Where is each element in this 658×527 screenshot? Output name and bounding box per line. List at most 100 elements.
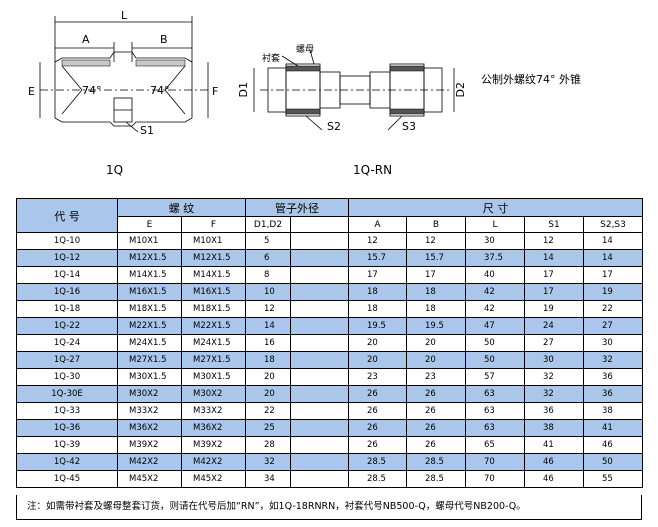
cell-blank bbox=[290, 334, 349, 352]
cell-a: 17 bbox=[348, 266, 407, 284]
dim-E-label: E bbox=[28, 85, 35, 98]
cell-s23: 50 bbox=[582, 453, 644, 471]
cell-a: 15.7 bbox=[348, 249, 407, 267]
dim-L-label: L bbox=[121, 9, 128, 22]
nut-label: 螺母 bbox=[296, 45, 315, 55]
cell-s23: 55 bbox=[582, 470, 644, 488]
cell-code: 1Q-30 bbox=[16, 368, 118, 386]
cell-e: M18X1.5 bbox=[117, 300, 182, 318]
cell-b: 12 bbox=[406, 232, 466, 250]
angle-left-label: 74° bbox=[82, 84, 102, 97]
cell-s1: 46 bbox=[524, 470, 584, 488]
dim-S2-label: S2 bbox=[327, 120, 341, 133]
cell-d: 28 bbox=[245, 436, 291, 454]
cell-blank bbox=[290, 317, 349, 335]
cell-b: 15.7 bbox=[406, 249, 466, 267]
cell-b: 26 bbox=[406, 436, 466, 454]
cell-e: M27X1.5 bbox=[117, 351, 182, 369]
cell-b: 28.5 bbox=[406, 453, 466, 471]
cell-s1: 46 bbox=[524, 453, 584, 471]
cell-l: 70 bbox=[465, 470, 525, 488]
cell-f: M22X1.5 bbox=[181, 317, 246, 335]
dim-S3-label: S3 bbox=[402, 120, 416, 133]
cell-l: 63 bbox=[465, 402, 525, 420]
header-size: 尺 寸 bbox=[347, 198, 644, 217]
spec-table: 代 号 螺 纹 管子外径 尺 寸 E F D1,D2 A B L S1 S2,S… bbox=[16, 198, 644, 488]
cell-a: 18 bbox=[348, 300, 407, 318]
cell-b: 17 bbox=[406, 266, 466, 284]
cell-blank bbox=[290, 402, 349, 420]
cell-e: M33X2 bbox=[117, 402, 182, 420]
cell-s23: 14 bbox=[582, 249, 644, 267]
fitting-1q-drawing bbox=[39, 16, 210, 133]
header-thread: 螺 纹 bbox=[117, 198, 246, 217]
cell-d: 18 bbox=[245, 351, 291, 369]
cell-code: 1Q-30E bbox=[16, 385, 118, 403]
cell-code: 1Q-22 bbox=[16, 317, 118, 335]
cell-d: 32 bbox=[245, 453, 291, 471]
cell-s23: 36 bbox=[582, 385, 644, 403]
cell-d: 8 bbox=[245, 266, 291, 284]
cell-s23: 36 bbox=[582, 368, 644, 386]
cell-s1: 12 bbox=[524, 232, 584, 250]
cell-code: 1Q-24 bbox=[16, 334, 118, 352]
cell-s1: 27 bbox=[524, 334, 584, 352]
header-tube: 管子外径 bbox=[245, 198, 349, 217]
cell-f: M45X2 bbox=[181, 470, 246, 488]
cell-s23: 38 bbox=[582, 402, 644, 420]
angle-right-label: 74° bbox=[150, 84, 170, 97]
header-code: 代 号 bbox=[16, 198, 118, 233]
dim-B-label: B bbox=[160, 33, 168, 46]
cell-s1: 17 bbox=[524, 266, 584, 284]
order-note: 注：如需带衬套及螺母整套订货，则请在代号后加“RN”，如1Q-18RNRN，衬套… bbox=[16, 495, 642, 520]
cell-s1: 41 bbox=[524, 436, 584, 454]
product-drawings: L A B E F 74° 74° S1 1Q 衬套 bbox=[0, 0, 658, 190]
cell-d: 5 bbox=[245, 232, 291, 250]
cell-s23: 22 bbox=[582, 300, 644, 318]
cell-blank bbox=[290, 385, 349, 403]
cell-f: M14X1.5 bbox=[181, 266, 246, 284]
cell-blank bbox=[290, 266, 349, 284]
cell-e: M42X2 bbox=[117, 453, 182, 471]
cell-e: M30X1.5 bbox=[117, 368, 182, 386]
cell-e: M39X2 bbox=[117, 436, 182, 454]
cell-b: 20 bbox=[406, 334, 466, 352]
cell-blank bbox=[290, 436, 349, 454]
cell-s23: 46 bbox=[582, 436, 644, 454]
cell-blank bbox=[290, 249, 349, 267]
cell-b: 20 bbox=[406, 351, 466, 369]
cell-l: 50 bbox=[465, 334, 525, 352]
cell-s23: 30 bbox=[582, 334, 644, 352]
cell-f: M27X1.5 bbox=[181, 351, 246, 369]
cell-l: 42 bbox=[465, 300, 525, 318]
cell-code: 1Q-36 bbox=[16, 419, 118, 437]
cell-l: 42 bbox=[465, 283, 525, 301]
dim-D1-label: D1 bbox=[237, 82, 250, 98]
cell-a: 20 bbox=[348, 334, 407, 352]
cell-blank bbox=[290, 300, 349, 318]
sleeve-label: 衬套 bbox=[262, 54, 281, 64]
cell-a: 26 bbox=[348, 385, 407, 403]
cell-b: 18 bbox=[406, 300, 466, 318]
cell-d: 22 bbox=[245, 402, 291, 420]
cell-a: 18 bbox=[348, 283, 407, 301]
cell-a: 12 bbox=[348, 232, 407, 250]
cell-l: 50 bbox=[465, 351, 525, 369]
cell-d: 25 bbox=[245, 419, 291, 437]
cell-s23: 32 bbox=[582, 351, 644, 369]
cell-blank bbox=[290, 453, 349, 471]
cell-f: M12X1.5 bbox=[181, 249, 246, 267]
cell-code: 1Q-33 bbox=[16, 402, 118, 420]
cell-e: M12X1.5 bbox=[117, 249, 182, 267]
cell-blank bbox=[290, 283, 349, 301]
cell-s1: 32 bbox=[524, 385, 584, 403]
cell-s1: 36 bbox=[524, 402, 584, 420]
subheader-blank bbox=[290, 216, 349, 233]
cell-f: M33X2 bbox=[181, 402, 246, 420]
